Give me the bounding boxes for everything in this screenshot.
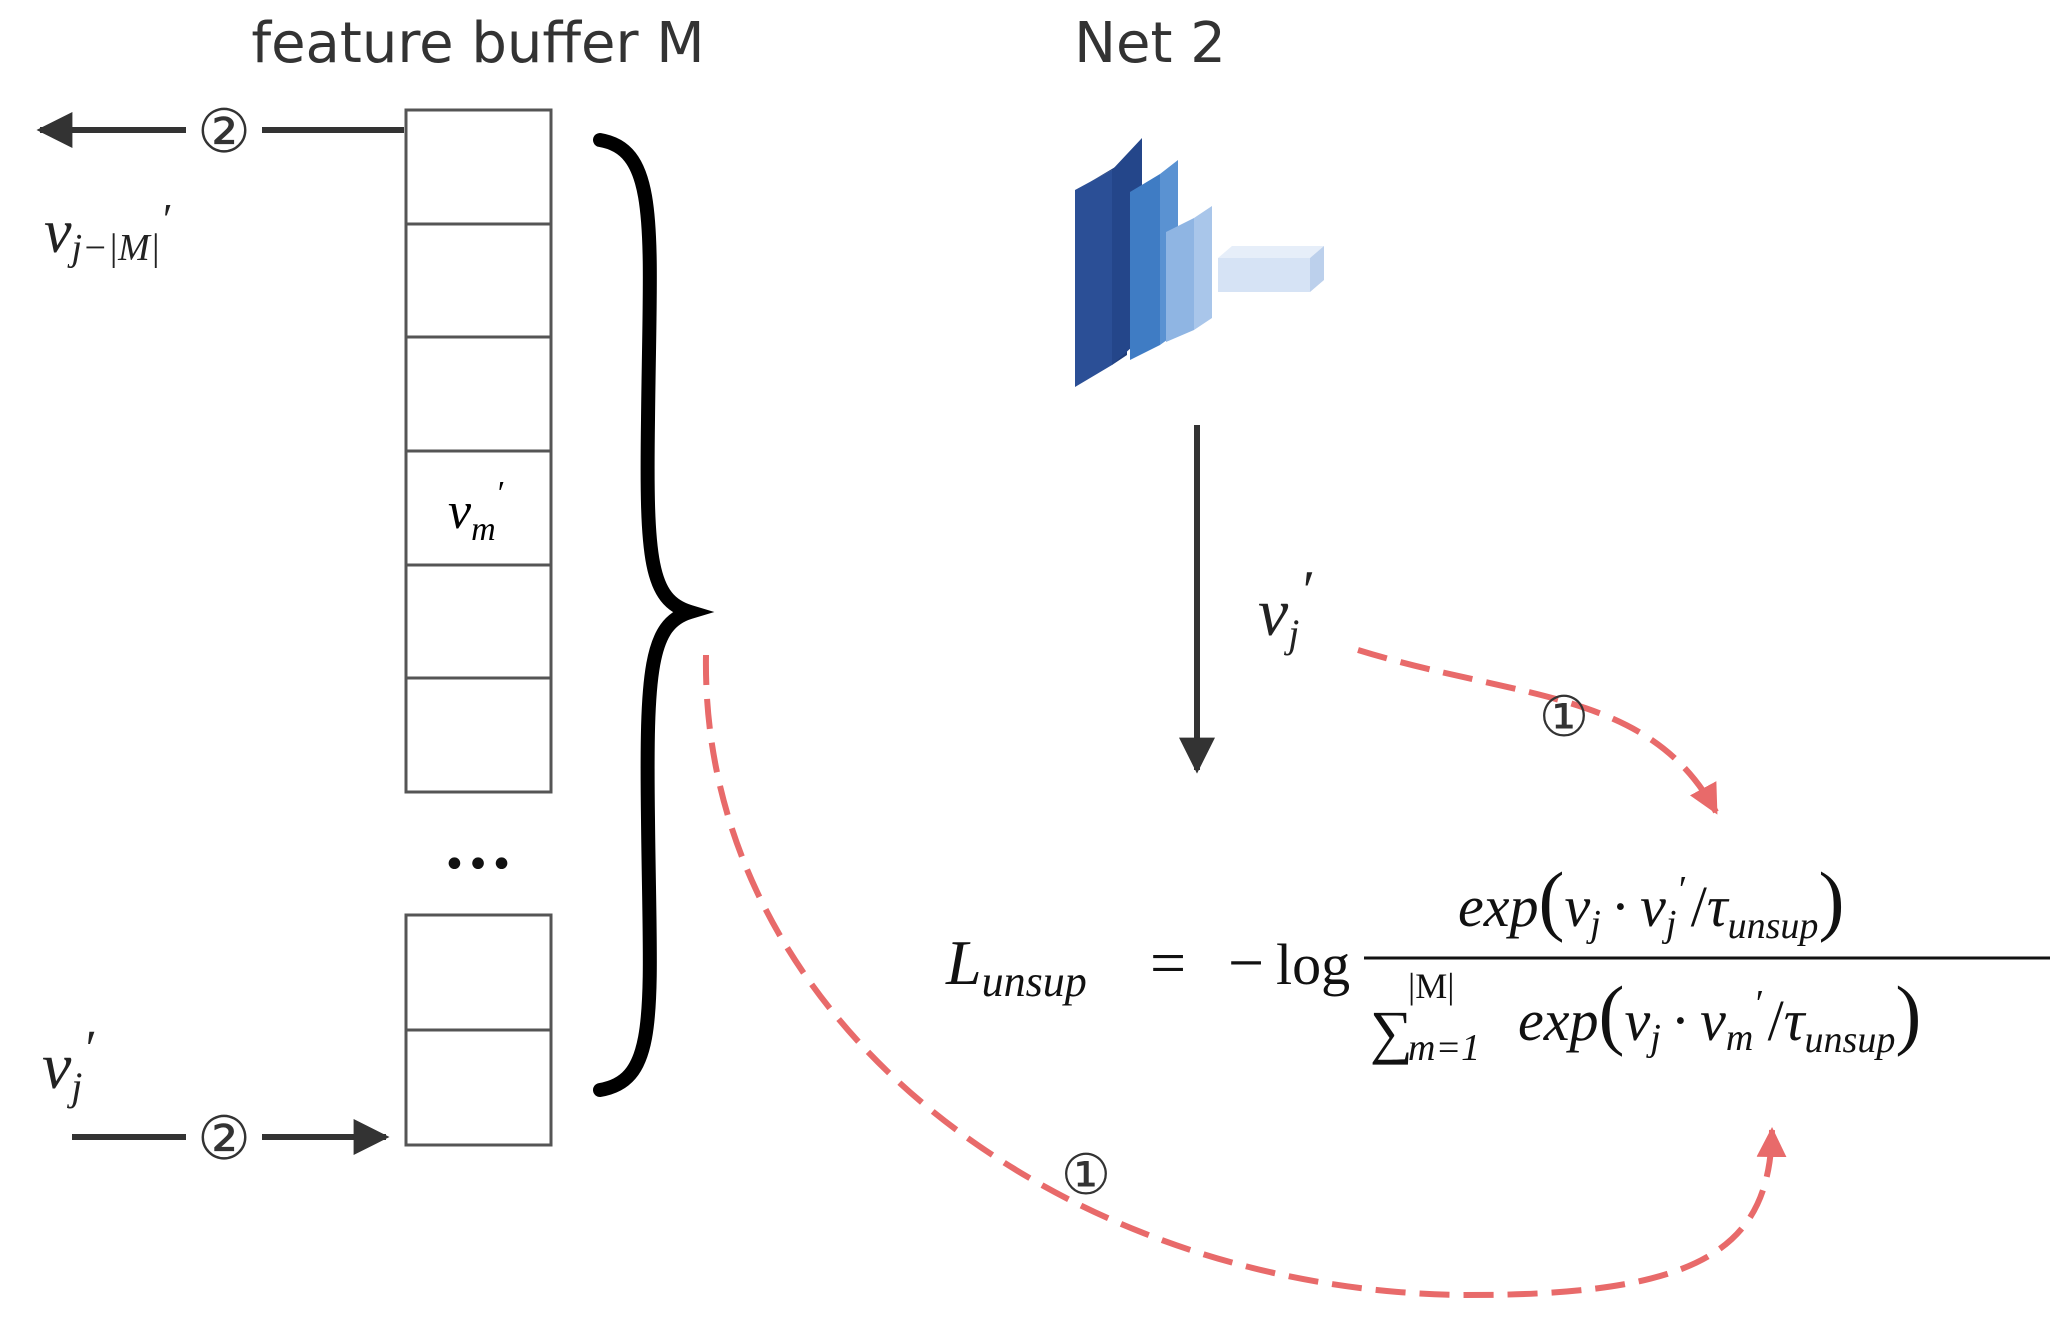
output-vector-label: vj−|M|′: [44, 195, 171, 269]
dashed-arrow-denominator: [702, 654, 1787, 1299]
buffer-brace: [593, 133, 715, 1097]
cell-vector-label: vm′: [448, 475, 504, 548]
feature-buffer: [404, 108, 553, 1147]
buffer-cell: [404, 676, 553, 794]
formula-sigma-sup: |M|: [1408, 966, 1454, 1006]
step-1-denominator-label: ①: [1061, 1143, 1111, 1208]
network-title: Net 2: [1074, 11, 1226, 76]
buffer-cell: [404, 1028, 553, 1147]
formula-minus: −: [1228, 927, 1264, 998]
buffer-ellipsis: •••: [443, 842, 514, 888]
buffer-cell: [404, 108, 553, 226]
buffer-cell: [404, 563, 553, 680]
buffer-cell-vm: [404, 449, 553, 567]
network-vector-label: vj′: [1258, 560, 1312, 656]
formula-denominator: exp(vj·vm′/τunsup): [1518, 970, 1921, 1061]
step-1-numerator-label: ①: [1539, 685, 1589, 750]
formula-equals: =: [1150, 927, 1186, 998]
buffer-cell: [404, 913, 553, 1032]
formula-log: log: [1276, 932, 1350, 997]
formula-numerator: exp(vj·vj′/τunsup): [1458, 856, 1844, 947]
dashed-arrow-numerator: [1357, 647, 1719, 815]
formula-sigma-sub: m=1: [1408, 1027, 1480, 1069]
loss-formula: Lunsup = − log exp(vj·vj′/τunsup) ∑ |M| …: [945, 856, 2050, 1069]
network-icon: [1075, 138, 1324, 387]
formula-sigma: ∑: [1370, 999, 1413, 1065]
buffer-cell: [404, 222, 553, 339]
step-2-input-label: ②: [197, 1104, 251, 1174]
buffer-cell: [404, 335, 553, 453]
step-2-output-label: ②: [197, 97, 251, 167]
buffer-title: feature buffer M: [251, 11, 704, 76]
formula-lhs: Lunsup: [945, 927, 1087, 1006]
input-vector-label: vj′: [42, 1021, 95, 1109]
